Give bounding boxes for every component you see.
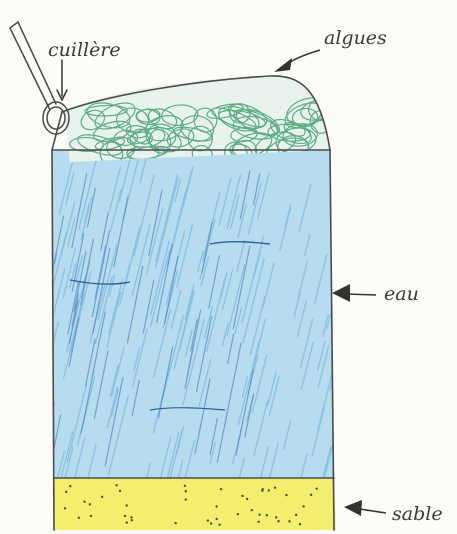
water-layer: [37, 150, 340, 534]
sand-label: sable: [392, 503, 443, 525]
sand-arrow: [344, 500, 386, 516]
algae-label: algues: [324, 27, 387, 49]
water-arrow: [332, 284, 376, 302]
water-label: eau: [384, 283, 419, 305]
algae-arrow: [274, 50, 320, 72]
sand-layer: [54, 478, 336, 530]
spoon-label: cuillère: [48, 39, 121, 61]
spoon-arrow: [57, 60, 67, 100]
